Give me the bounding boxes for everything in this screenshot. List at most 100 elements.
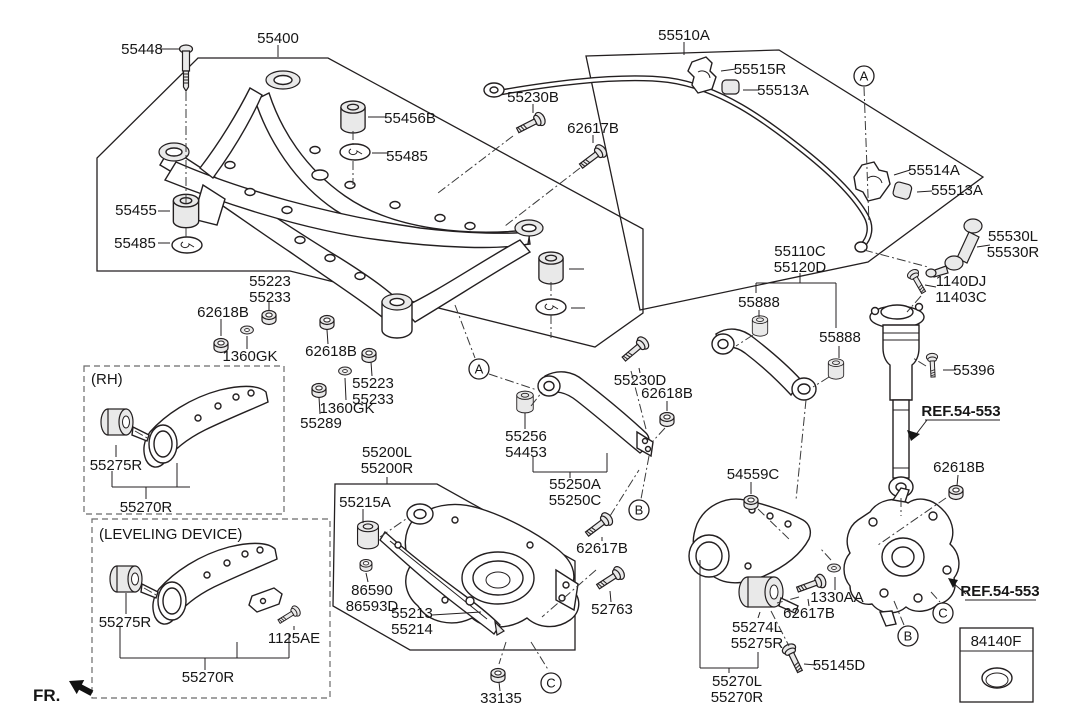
bushing-55888-left — [751, 315, 769, 337]
bushing-55454B — [538, 251, 564, 285]
part-label-62617B: 62617B — [567, 120, 619, 137]
callout-B-3: B — [897, 625, 919, 647]
part-label-55275R: 55275R — [99, 614, 152, 631]
nut-62618B-3 — [659, 411, 675, 428]
lower-arm-plate-drawing — [379, 530, 505, 636]
part-labels-layer: 554485540055456B5548555230B62617B55510A5… — [90, 27, 1040, 707]
nut-62618B-4 — [948, 484, 964, 501]
stabilizer-bracket-drawing — [687, 56, 717, 94]
nut-55223-1 — [261, 309, 277, 326]
fr-direction-arrow — [69, 680, 94, 696]
svg-text:B: B — [635, 503, 644, 518]
stabilizer-bracket-2-drawing — [853, 161, 891, 202]
part-label-62617B: 62617B — [783, 605, 835, 622]
leveling-trailing-arm-drawing — [109, 542, 278, 625]
part-label-55230B: 55230B — [507, 89, 559, 106]
part-label-55513A: 55513A — [931, 182, 983, 199]
washer-1360GK-1 — [240, 325, 254, 335]
part-label-55230D: 55230D — [614, 372, 667, 389]
washer-1330AA — [827, 563, 841, 573]
svg-text:C: C — [938, 606, 947, 621]
part-label-55270R: 55270R — [120, 499, 173, 516]
plate-55485-c — [535, 298, 567, 316]
assist-arm-drawing — [537, 371, 654, 458]
svg-text:B: B — [904, 629, 913, 644]
bushing-55456B — [340, 100, 366, 134]
leader-lines — [111, 42, 991, 692]
leveling-device-box — [91, 518, 331, 699]
part-label-55888: 55888 — [738, 294, 780, 311]
bushing-55215A — [356, 520, 380, 550]
bushing-55256 — [516, 390, 534, 414]
callout-A-1: A — [468, 358, 490, 380]
nut-55289 — [311, 382, 327, 399]
part-label-55275R: 55275R — [90, 457, 143, 474]
nut-54559C — [743, 494, 759, 511]
svg-text:A: A — [475, 362, 484, 377]
part-label-55456B: 55456B — [384, 110, 436, 127]
stabilizer-bushing-drawing — [721, 79, 740, 95]
bolt-62617B-mid — [582, 510, 616, 541]
bolt-62617B-top — [576, 142, 610, 173]
part-label-52763: 52763 — [591, 601, 633, 618]
part-label-54559C: 54559C — [727, 466, 780, 483]
part-label-55270R: 55270R — [182, 669, 235, 686]
ref-shock-pointer — [907, 419, 1000, 441]
crossmember-group-outline — [96, 57, 644, 348]
part-label-55448: 55448 — [121, 41, 163, 58]
callout-B-2: B — [628, 499, 650, 521]
part-label-55289: 55289 — [300, 415, 342, 432]
part-label-62618B: 62618B — [305, 343, 357, 360]
nut-55223-2 — [361, 347, 377, 364]
ref-knuckle-pointer — [948, 578, 1036, 601]
ref-label-shock: REF.54-553 — [921, 403, 1000, 420]
part-label-1330AA: 1330AA — [810, 589, 863, 606]
shock-absorber-drawing — [869, 302, 925, 498]
part-label-55455: 55455 — [115, 202, 157, 219]
lower-arm-group-outline — [332, 483, 576, 651]
part-label-62618B: 62618B — [197, 304, 249, 321]
stabilizer-bar-drawing — [483, 75, 873, 253]
bolt-1125AE — [275, 603, 303, 627]
part-label-55145D: 55145D — [813, 657, 866, 674]
bolt-1140DJ — [905, 267, 930, 296]
part-label-55888: 55888 — [819, 329, 861, 346]
part-label-55514A: 55514A — [908, 162, 960, 179]
part-label-55485: 55485 — [114, 235, 156, 252]
stabilizer-group-outline — [585, 49, 985, 311]
leveling-box-label: (LEVELING DEVICE) — [99, 526, 242, 543]
nut-33135 — [490, 667, 506, 684]
stabilizer-link-drawing — [925, 218, 983, 278]
rear-knuckle-drawing — [843, 487, 960, 627]
grommet-box-label: 84140F — [971, 633, 1022, 650]
part-label-55396: 55396 — [953, 362, 995, 379]
part-label-62618B: 62618B — [641, 385, 693, 402]
crossmember-drawing — [158, 70, 544, 339]
part-label-33135: 33135 — [480, 690, 522, 707]
rh-box-label: (RH) — [91, 371, 123, 388]
ref-label-knuckle: REF.54-553 — [960, 583, 1039, 600]
trailing-arm-drawing — [688, 498, 812, 614]
upper-arm-drawing — [711, 328, 817, 401]
part-label-1360GK: 1360GK — [222, 348, 277, 365]
bushing-55888-right — [827, 358, 845, 380]
nut-62618B-2 — [319, 314, 335, 331]
part-label-55510A: 55510A — [658, 27, 710, 44]
nut-86590 — [359, 558, 373, 572]
plate-55485-a — [339, 143, 371, 161]
part-label-55515R: 55515R — [734, 61, 787, 78]
bolt-55448 — [178, 44, 194, 93]
part-label-55513A: 55513A — [757, 82, 809, 99]
